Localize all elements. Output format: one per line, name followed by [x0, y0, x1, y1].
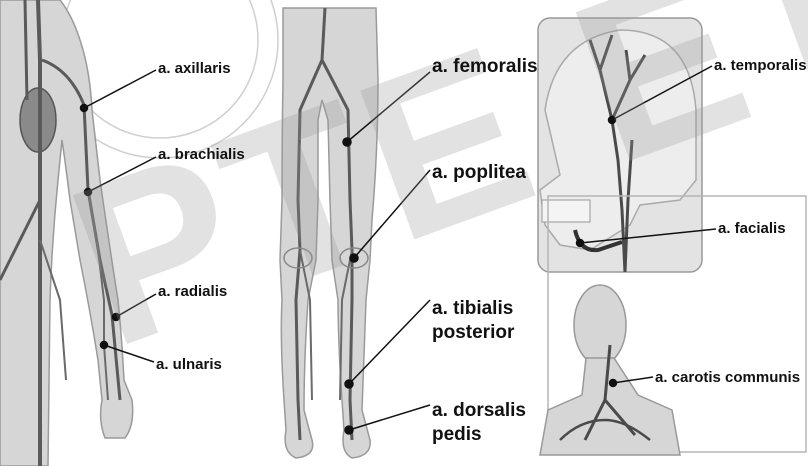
label-tibialis-line1: a. tibialis	[432, 298, 513, 320]
label-temporalis: a. temporalis	[714, 57, 807, 74]
label-carotis-communis: a. carotis communis	[655, 369, 800, 386]
label-ulnaris: a. ulnaris	[156, 356, 222, 373]
label-tibialis-line2: posterior	[432, 322, 514, 344]
label-brachialis: a. brachialis	[158, 146, 245, 163]
label-facialis: a. facialis	[718, 220, 786, 237]
label-axillaris: a. axillaris	[158, 60, 231, 77]
label-dorsalis-line2: pedis	[432, 424, 482, 446]
label-dorsalis-line1: a. dorsalis	[432, 400, 526, 422]
label-radialis: a. radialis	[158, 283, 227, 300]
label-femoralis: a. femoralis	[432, 56, 538, 78]
label-poplitea: a. poplitea	[432, 162, 526, 184]
